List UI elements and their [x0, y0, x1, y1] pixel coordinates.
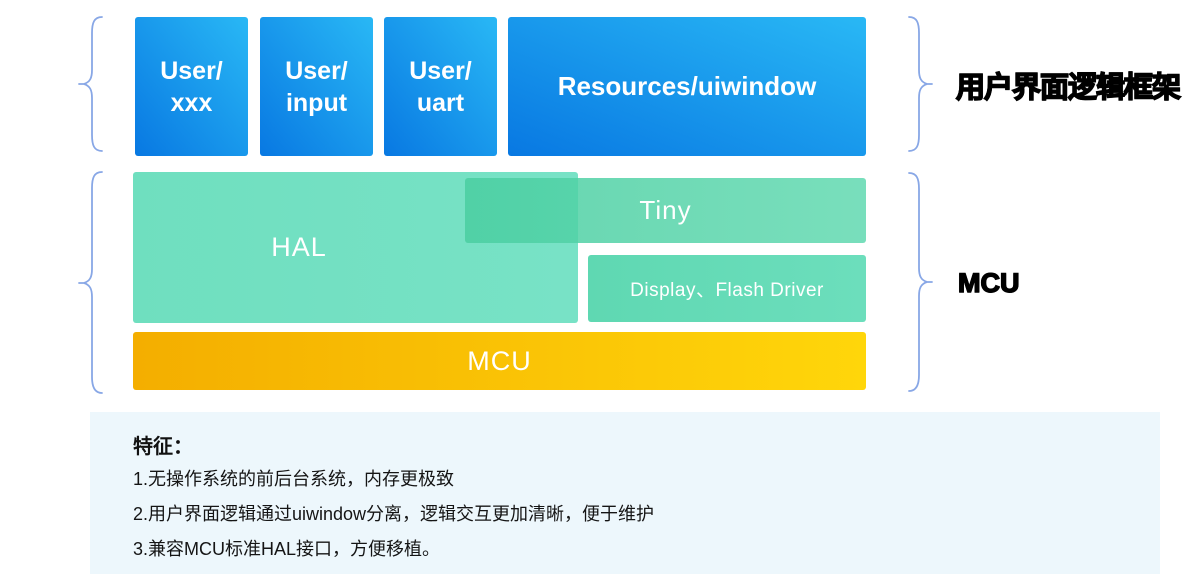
brace-top-left-icon: [78, 15, 106, 153]
mcu-layer-brace-label: MCU: [957, 267, 1020, 298]
brace-mid-right-icon: [905, 171, 933, 393]
block-mcu-bar: MCU: [133, 332, 866, 390]
block-user-xxx-line1: User/: [160, 56, 223, 85]
block-mcu-bar-label: MCU: [467, 345, 532, 376]
brace-top-right-icon: [905, 15, 933, 153]
features-panel: 特征： 1.无操作系统的前后台系统，内存更极致 2.用户界面逻辑通过uiwind…: [90, 412, 1160, 574]
block-user-input-line1: User/: [285, 56, 348, 85]
block-user-input: User/ input: [260, 17, 373, 156]
block-user-uart: User/ uart: [384, 17, 497, 156]
block-tiny-label: Tiny: [639, 195, 692, 225]
block-hal-label: HAL: [271, 232, 327, 262]
feature-item-3: 3.兼容MCU标准HAL接口，方便移植。: [133, 539, 441, 559]
block-user-xxx: User/ xxx: [135, 17, 248, 156]
block-user-uart-line2: uart: [416, 88, 465, 117]
block-user-xxx-line2: xxx: [170, 88, 213, 117]
block-user-input-line2: input: [285, 88, 348, 117]
feature-item-1: 1.无操作系统的前后台系统，内存更极致: [133, 469, 455, 489]
block-resources-uiwindow-label: Resources/uiwindow: [557, 70, 817, 101]
app-layer-brace-label: 用户界面逻辑框架: [955, 71, 1181, 104]
block-resources-uiwindow: Resources/uiwindow: [508, 17, 866, 156]
features-title: 特征：: [133, 436, 193, 458]
block-display-flash-driver-label: Display、Flash Driver: [630, 280, 824, 301]
feature-item-2: 2.用户界面逻辑通过uiwindow分离，逻辑交互更加清晰，便于维护: [133, 504, 655, 524]
block-user-uart-line1: User/: [409, 56, 472, 85]
block-display-flash-driver: Display、Flash Driver: [588, 255, 866, 322]
brace-mid-left-icon: [78, 170, 106, 395]
block-tiny: Tiny: [465, 178, 866, 243]
